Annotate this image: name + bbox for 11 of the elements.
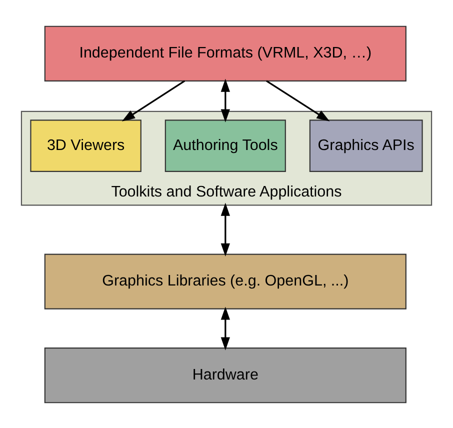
node-box: 3D Viewers [30, 119, 142, 172]
arrow [220, 202, 230, 256]
arrow [122, 80, 186, 121]
node-box: Graphics APIs [309, 119, 423, 172]
node-box: Hardware [44, 347, 406, 403]
node-box: Authoring Tools [164, 119, 286, 172]
node-box: Independent File Formats (VRML, X3D, …) [44, 25, 406, 81]
arrow [220, 78, 230, 122]
arrow [266, 80, 330, 121]
node-box: Graphics Libraries (e.g. OpenGL, ...) [44, 253, 406, 309]
arrow [220, 306, 230, 350]
